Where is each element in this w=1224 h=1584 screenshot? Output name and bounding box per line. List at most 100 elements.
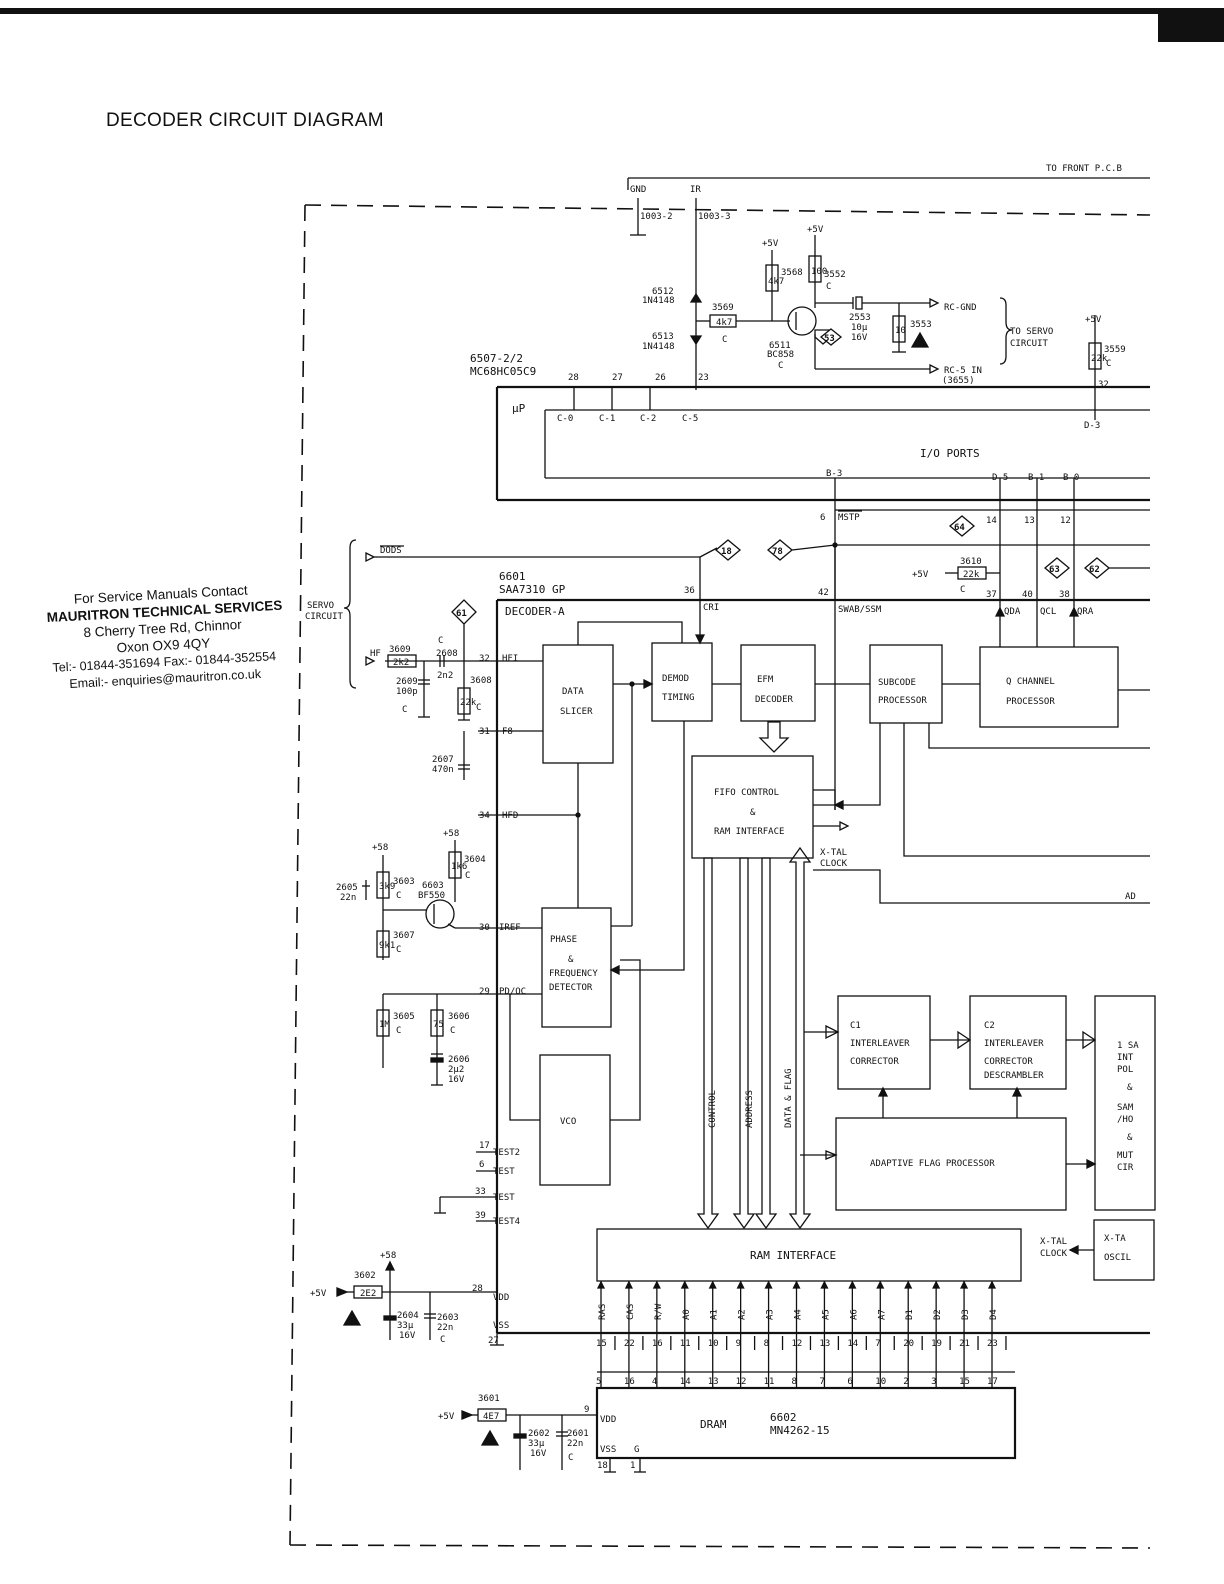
swab-label: SWAB/SSM (838, 605, 882, 615)
ram-pin-top: 23 (987, 1339, 998, 1349)
decoder-name: DECODER-A (505, 605, 565, 618)
c-mark: C (568, 1453, 573, 1463)
test2-label: TEST2 (493, 1148, 520, 1158)
test4-label: TEST4 (493, 1217, 520, 1227)
test-label: TEST (493, 1167, 515, 1177)
c2601-value: 22n (567, 1439, 583, 1449)
port-label: C-2 (640, 414, 656, 424)
port-label: C-5 (682, 414, 698, 424)
c-mark: C (960, 585, 965, 595)
dram-g: G (634, 1445, 639, 1455)
block-text: POL (1117, 1065, 1133, 1075)
rc5-ref: (3655) (942, 376, 975, 386)
pin31: 31 (479, 727, 490, 737)
r3559-label: 3559 (1104, 345, 1126, 355)
ram-signal-arrow (848, 1280, 857, 1289)
r3605-label: 3605 (393, 1012, 415, 1022)
pin42: 42 (818, 588, 829, 598)
port-pin: 28 (568, 373, 579, 383)
xtal-label: CLOCK (820, 859, 848, 869)
c2603-value: 22n (437, 1323, 453, 1333)
r3559-value: 22k (1091, 354, 1108, 364)
r3552-label: 3552 (824, 270, 846, 280)
ram-signal-label: CAS (626, 1304, 636, 1320)
pin39: 39 (475, 1211, 486, 1221)
v58c-label: +58 (380, 1251, 396, 1261)
r3602-value: 2E2 (360, 1289, 376, 1299)
pin37: 37 (986, 590, 997, 600)
pin34: 34 (479, 811, 490, 821)
r3601-value: 4E7 (483, 1412, 499, 1422)
f8-label: F8 (502, 727, 513, 737)
block-text: X-TA (1104, 1234, 1126, 1244)
pin6: 6 (479, 1160, 484, 1170)
hfi-label: HFI (502, 654, 518, 664)
r3603-value: 3k9 (379, 882, 395, 892)
pin32: 32 (479, 654, 490, 664)
pin40: 40 (1022, 590, 1033, 600)
vdd-label: VDD (493, 1293, 509, 1303)
c2553-label: 2553 (849, 313, 871, 323)
c-mark: C (465, 871, 470, 881)
ram-signal-label: A2 (738, 1309, 748, 1320)
t6511-label: 6511 (769, 341, 791, 351)
dram-pin: 15 (959, 1377, 970, 1387)
pin17: 17 (479, 1141, 490, 1151)
block-text: C1 (850, 1021, 861, 1031)
ram-signal-arrow (987, 1280, 997, 1289)
dram-part: MN4262-15 (770, 1424, 830, 1437)
node-64: 64 (954, 523, 965, 533)
decoder-ic: 6601 SAA7310 GP DECODER-A 36 CRI 42 SWAB… (434, 570, 1150, 1346)
block-text: SLICER (560, 707, 593, 717)
micro-pin14: 14 (986, 516, 997, 526)
ram-pin-top: 10 (708, 1339, 719, 1349)
micro-part: MC68HC05C9 (470, 365, 536, 378)
dram-pin: 17 (987, 1377, 998, 1387)
ram-signal-arrow (652, 1280, 661, 1289)
block-text: DETECTOR (549, 983, 593, 993)
to-servo-label: TO SERVO (1010, 327, 1053, 337)
pin29: 29 (479, 987, 490, 997)
port-pin: 26 (655, 373, 666, 383)
r3610-value: 22k (963, 570, 980, 580)
c-mark: C (450, 1026, 455, 1036)
xtal-label: CLOCK (1040, 1249, 1068, 1259)
ram-pin-top: 9 (736, 1339, 741, 1349)
dram-pin: 2 (903, 1377, 908, 1387)
v58b-label: +58 (443, 829, 459, 839)
c2604-voltage: 16V (399, 1331, 416, 1341)
b1-label: B-1 (1028, 473, 1044, 483)
ram-signal-arrow (680, 1280, 689, 1289)
servo-label: CIRCUIT (305, 612, 344, 622)
pin-label: 1003-2 (640, 212, 673, 222)
ram-pin-top: 11 (680, 1339, 691, 1349)
r3569-label: 3569 (712, 303, 734, 313)
ram-signal-label: A4 (794, 1309, 804, 1320)
block-text: SUBCODE (878, 678, 916, 688)
dods-label: DODS (380, 546, 402, 556)
pdoc-network: 1M 3605 C 75 3606 C 2606 2µ2 16V (376, 993, 470, 1086)
ram-signal-arrow (876, 1280, 885, 1289)
dram-pin: 8 (792, 1377, 797, 1387)
node-18: 18 (721, 547, 732, 557)
dram-pin: 13 (708, 1377, 719, 1387)
node-53: 53 (824, 334, 835, 344)
r3603-label: 3603 (393, 877, 415, 887)
ram-pin-top: 8 (764, 1339, 769, 1349)
ram-signal-arrow (764, 1280, 773, 1289)
pin-label: 1003-3 (698, 212, 731, 222)
r3609-value: 2k2 (393, 658, 409, 668)
dram-vdd: VDD (600, 1415, 616, 1425)
d3-label: D-3 (1084, 421, 1100, 431)
qda-label: QDA (1004, 607, 1021, 617)
c-mark: C (438, 636, 443, 646)
ram-signal-label: D1 (905, 1309, 915, 1320)
ram-pin-top: 12 (792, 1339, 803, 1349)
r3606-value: 75 (433, 1020, 444, 1030)
c2602-voltage: 16V (530, 1449, 547, 1459)
block-text: TIMING (662, 693, 695, 703)
block-text: & (1127, 1083, 1133, 1093)
block-text: RAM INTERFACE (714, 827, 784, 837)
c-mark: C (722, 335, 727, 345)
bus-label: DATA & FLAG (784, 1068, 794, 1128)
